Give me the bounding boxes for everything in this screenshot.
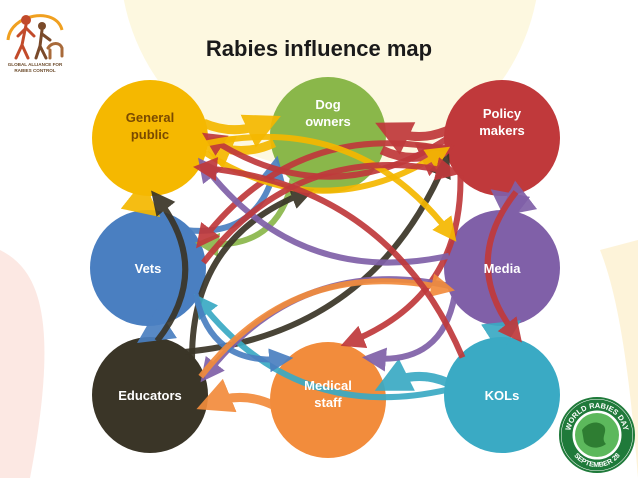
logo-text: GLOBAL ALLIANCE FOR RABIES CONTROL (7, 62, 63, 73)
arrow-general-public-to-vets (120, 180, 161, 217)
arrow-general-public-to-media (204, 133, 457, 242)
node-media (444, 210, 560, 326)
arrow-educators-to-media (198, 273, 455, 379)
arrow-kols-to-general-public (193, 157, 466, 359)
arrow-vets-to-policy-makers (201, 157, 460, 265)
arrow-policy-makers-to-kols (484, 190, 522, 343)
node-label-general-public: General public (125, 110, 175, 142)
arrow-educators-to-dog-owners (189, 186, 315, 359)
arrow-policy-makers-to-dog-owners (375, 122, 450, 155)
world-rabies-day-badge: WORLD RABIES DAY SEPTEMBER 28 (559, 397, 635, 473)
arrow-kols-to-vets (193, 293, 448, 401)
node-policy-makers (444, 80, 560, 196)
arrow-policy-makers-to-general-public (201, 132, 450, 180)
arrow-educators-to-general-public (151, 190, 189, 343)
arrow-general-public-to-dog-owners (201, 114, 281, 148)
rabies-alliance-logo (6, 14, 64, 60)
slide-title: Rabies influence map (205, 36, 433, 61)
arrow-medical-staff-to-educators (196, 378, 276, 413)
arrow-media-to-medical-staff (362, 294, 458, 372)
arrow-policy-makers-to-vets (196, 140, 450, 249)
node-label-medical-staff: Medical staff (304, 378, 352, 410)
node-medical-staff (270, 342, 386, 458)
node-kols (444, 337, 560, 453)
arrow-kols-to-medical-staff (374, 358, 450, 391)
arrow-kols-to-media (481, 320, 522, 355)
node-label-media: Media (483, 260, 521, 276)
node-label-dog-owners: Dog owners (305, 97, 351, 129)
node-label-kols: KOLs (484, 387, 520, 403)
arrow-media-to-general-public (198, 157, 450, 266)
node-label-vets: Vets (134, 260, 162, 276)
node-general-public (92, 80, 208, 196)
node-label-educators: Educators (118, 387, 182, 403)
node-educators (92, 337, 208, 453)
arrow-vets-to-educators (137, 308, 178, 343)
node-label-policy-makers: Policy makers (479, 106, 525, 138)
